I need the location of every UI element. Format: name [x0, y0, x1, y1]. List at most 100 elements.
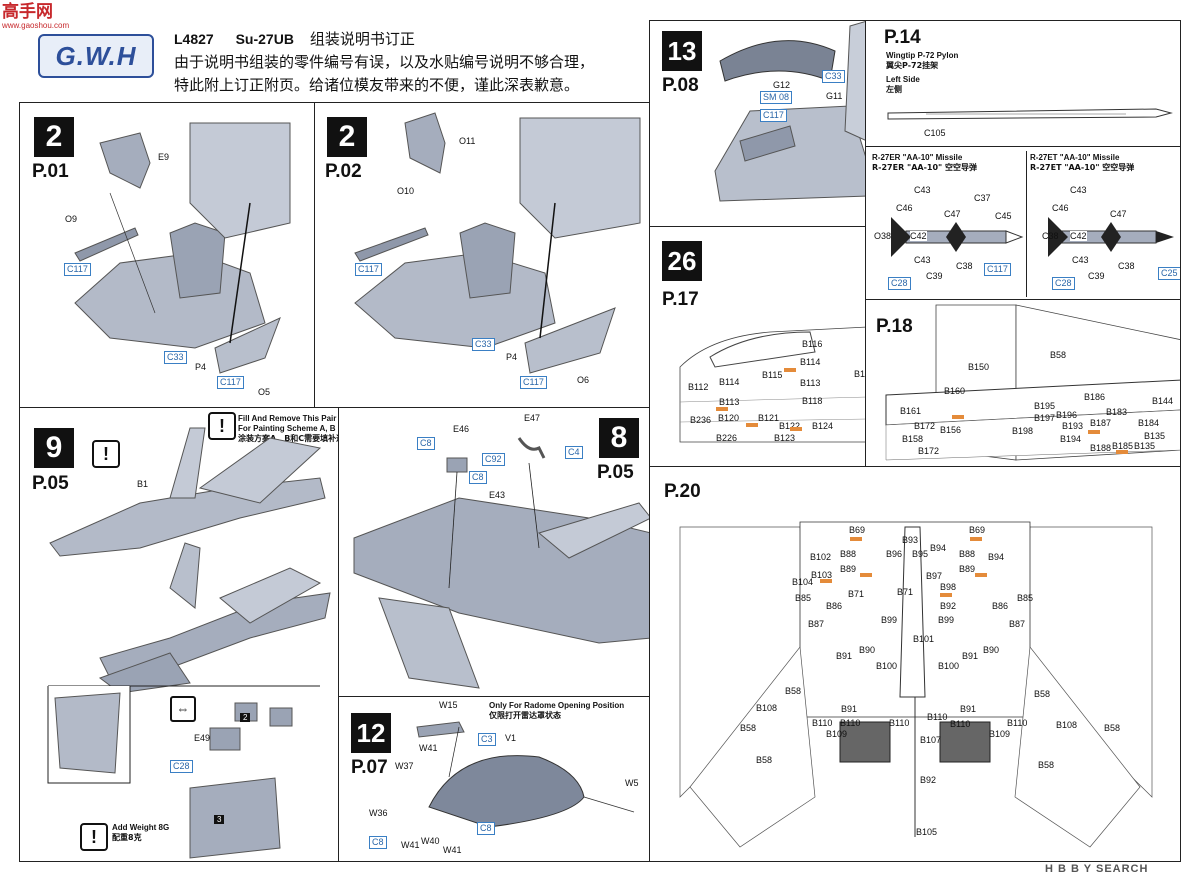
- page-ref: P.14: [884, 27, 921, 48]
- step-number: 26: [662, 241, 702, 281]
- part-label: W41: [443, 845, 462, 855]
- part-label: P4: [195, 362, 207, 372]
- fuselage-illustration: [353, 437, 649, 689]
- part-label: B85: [1017, 593, 1034, 603]
- part-label: G11: [826, 91, 843, 101]
- part-label: B110: [1007, 718, 1028, 728]
- color-callout: C33: [472, 338, 495, 351]
- part-label: B69: [969, 525, 986, 535]
- header-line-2: 特此附上订正附页。给诸位模友带来的不便，谨此深表歉意。: [174, 76, 580, 94]
- part-label: B161: [900, 406, 922, 416]
- panel-p18: P.18 B58 B150 B160 B186 B161 B195 B144 B…: [865, 299, 1181, 467]
- part-label: B91: [962, 651, 979, 661]
- part-label: B91: [960, 704, 977, 714]
- color-callout: C4: [565, 446, 583, 459]
- color-callout: C8: [417, 437, 435, 450]
- part-label: B92: [940, 601, 957, 611]
- color-callout: C3: [478, 733, 496, 746]
- part-label: B99: [938, 615, 955, 625]
- missile-a-title-en: R-27ER "AA-10" Missile: [872, 153, 963, 162]
- part-label: B144: [1152, 396, 1174, 406]
- part-label: B121: [758, 413, 780, 423]
- step-number: 9: [34, 428, 74, 468]
- mirror-icon: ⇔: [170, 696, 196, 722]
- antenna-note-cn: 涂装方案A，B和C需要填补这一队天线: [238, 434, 338, 443]
- part-label: G12: [773, 80, 791, 90]
- part-label: B101: [913, 634, 935, 644]
- part-label: O5: [258, 387, 271, 397]
- part-label: B113: [800, 378, 821, 388]
- part-label: B118: [802, 396, 823, 406]
- panel-step13-p08: 13 P.08 C33 G12 SM 08 G11 C117: [649, 20, 866, 227]
- decal-marker: [820, 579, 832, 583]
- part-label: B88: [959, 549, 976, 559]
- part-label: B87: [808, 619, 825, 629]
- part-label: B108: [1056, 720, 1078, 730]
- page-ref: P.08: [662, 75, 699, 96]
- page-ref: P.02: [325, 161, 362, 182]
- part-label: B91: [836, 651, 853, 661]
- watermark-title: 高手网: [2, 2, 53, 22]
- part-label: C46: [1052, 203, 1069, 213]
- color-callout: C117: [217, 376, 244, 389]
- warning-icon: !: [80, 823, 108, 851]
- header-panel: G.W.H L4827 Su-27UB 组装说明书订正 由于说明书组装的零件编号…: [20, 20, 649, 103]
- part-label: C43: [914, 255, 931, 265]
- color-callout: C117: [520, 376, 547, 389]
- decal-marker: [940, 593, 952, 597]
- color-callout: C92: [482, 453, 505, 466]
- part-label: P4: [506, 352, 518, 362]
- part-label: B1: [137, 479, 149, 489]
- missile-drawings: [891, 217, 1174, 257]
- page-ref: P.07: [351, 757, 388, 778]
- part-label: W41: [419, 743, 438, 753]
- part-label: B226: [716, 433, 738, 443]
- part-label: B58: [785, 686, 802, 696]
- part-label: E9: [158, 152, 170, 162]
- part-label: C38: [1118, 261, 1135, 271]
- color-callout: C25: [1158, 267, 1180, 280]
- part-label: B91: [841, 704, 858, 714]
- radome-note-en: Only For Radome Opening Position: [489, 701, 625, 710]
- watermark: 高手网 www.gaoshou.com: [2, 3, 69, 30]
- part-label: B94: [988, 552, 1005, 562]
- part-label: C43: [914, 185, 931, 195]
- part-label: W36: [369, 808, 388, 818]
- color-callout: C117: [760, 109, 787, 122]
- part-label: B58: [1104, 723, 1121, 733]
- part-label: C45: [995, 211, 1012, 221]
- aircraft-illustration: [47, 427, 331, 859]
- part-label: B156: [940, 425, 962, 435]
- panel-step26-p17: 26 P.17 B116 B114 B115 B113 B1 B112 B114…: [649, 226, 866, 467]
- part-label: B187: [1090, 418, 1112, 428]
- part-label: O9: [65, 214, 78, 224]
- part-label: B97: [926, 571, 943, 581]
- step-number: 2: [327, 117, 367, 157]
- decal-marker: [970, 537, 982, 541]
- decal-marker: [746, 423, 758, 427]
- part-label: B105: [916, 827, 938, 837]
- color-callout: C8: [477, 822, 495, 835]
- part-label: W15: [439, 700, 458, 710]
- panel-step2-p02: 2 P.02 O11 O10 C117 C33 P4 C117 O6: [314, 102, 650, 408]
- part-label: B93: [902, 535, 919, 545]
- part-label: B113: [719, 397, 740, 407]
- antenna-note-en-2: For Painting Scheme A, B & C: [238, 424, 338, 433]
- part-label: V1: [505, 733, 517, 743]
- part-label: C42: [910, 231, 927, 241]
- sub-step-badge: 2: [240, 713, 251, 722]
- part-label: B90: [983, 645, 1000, 655]
- side-cn: 左侧: [886, 85, 902, 94]
- cockpit-tub-illustration: [74, 122, 291, 374]
- part-label: B107: [920, 735, 942, 745]
- part-label: B135: [1134, 441, 1156, 451]
- part-label: B158: [902, 434, 924, 444]
- part-label: B92: [920, 775, 937, 785]
- color-callout: C117: [64, 263, 91, 276]
- part-label: B185: [1112, 441, 1134, 451]
- fuselage-side-drawing: [679, 326, 865, 443]
- part-label: B109: [826, 729, 848, 739]
- part-label: B94: [930, 543, 947, 553]
- doc-heading: L4827 Su-27UB 组装说明书订正: [174, 28, 415, 49]
- wing-underside-drawing: [885, 304, 1180, 461]
